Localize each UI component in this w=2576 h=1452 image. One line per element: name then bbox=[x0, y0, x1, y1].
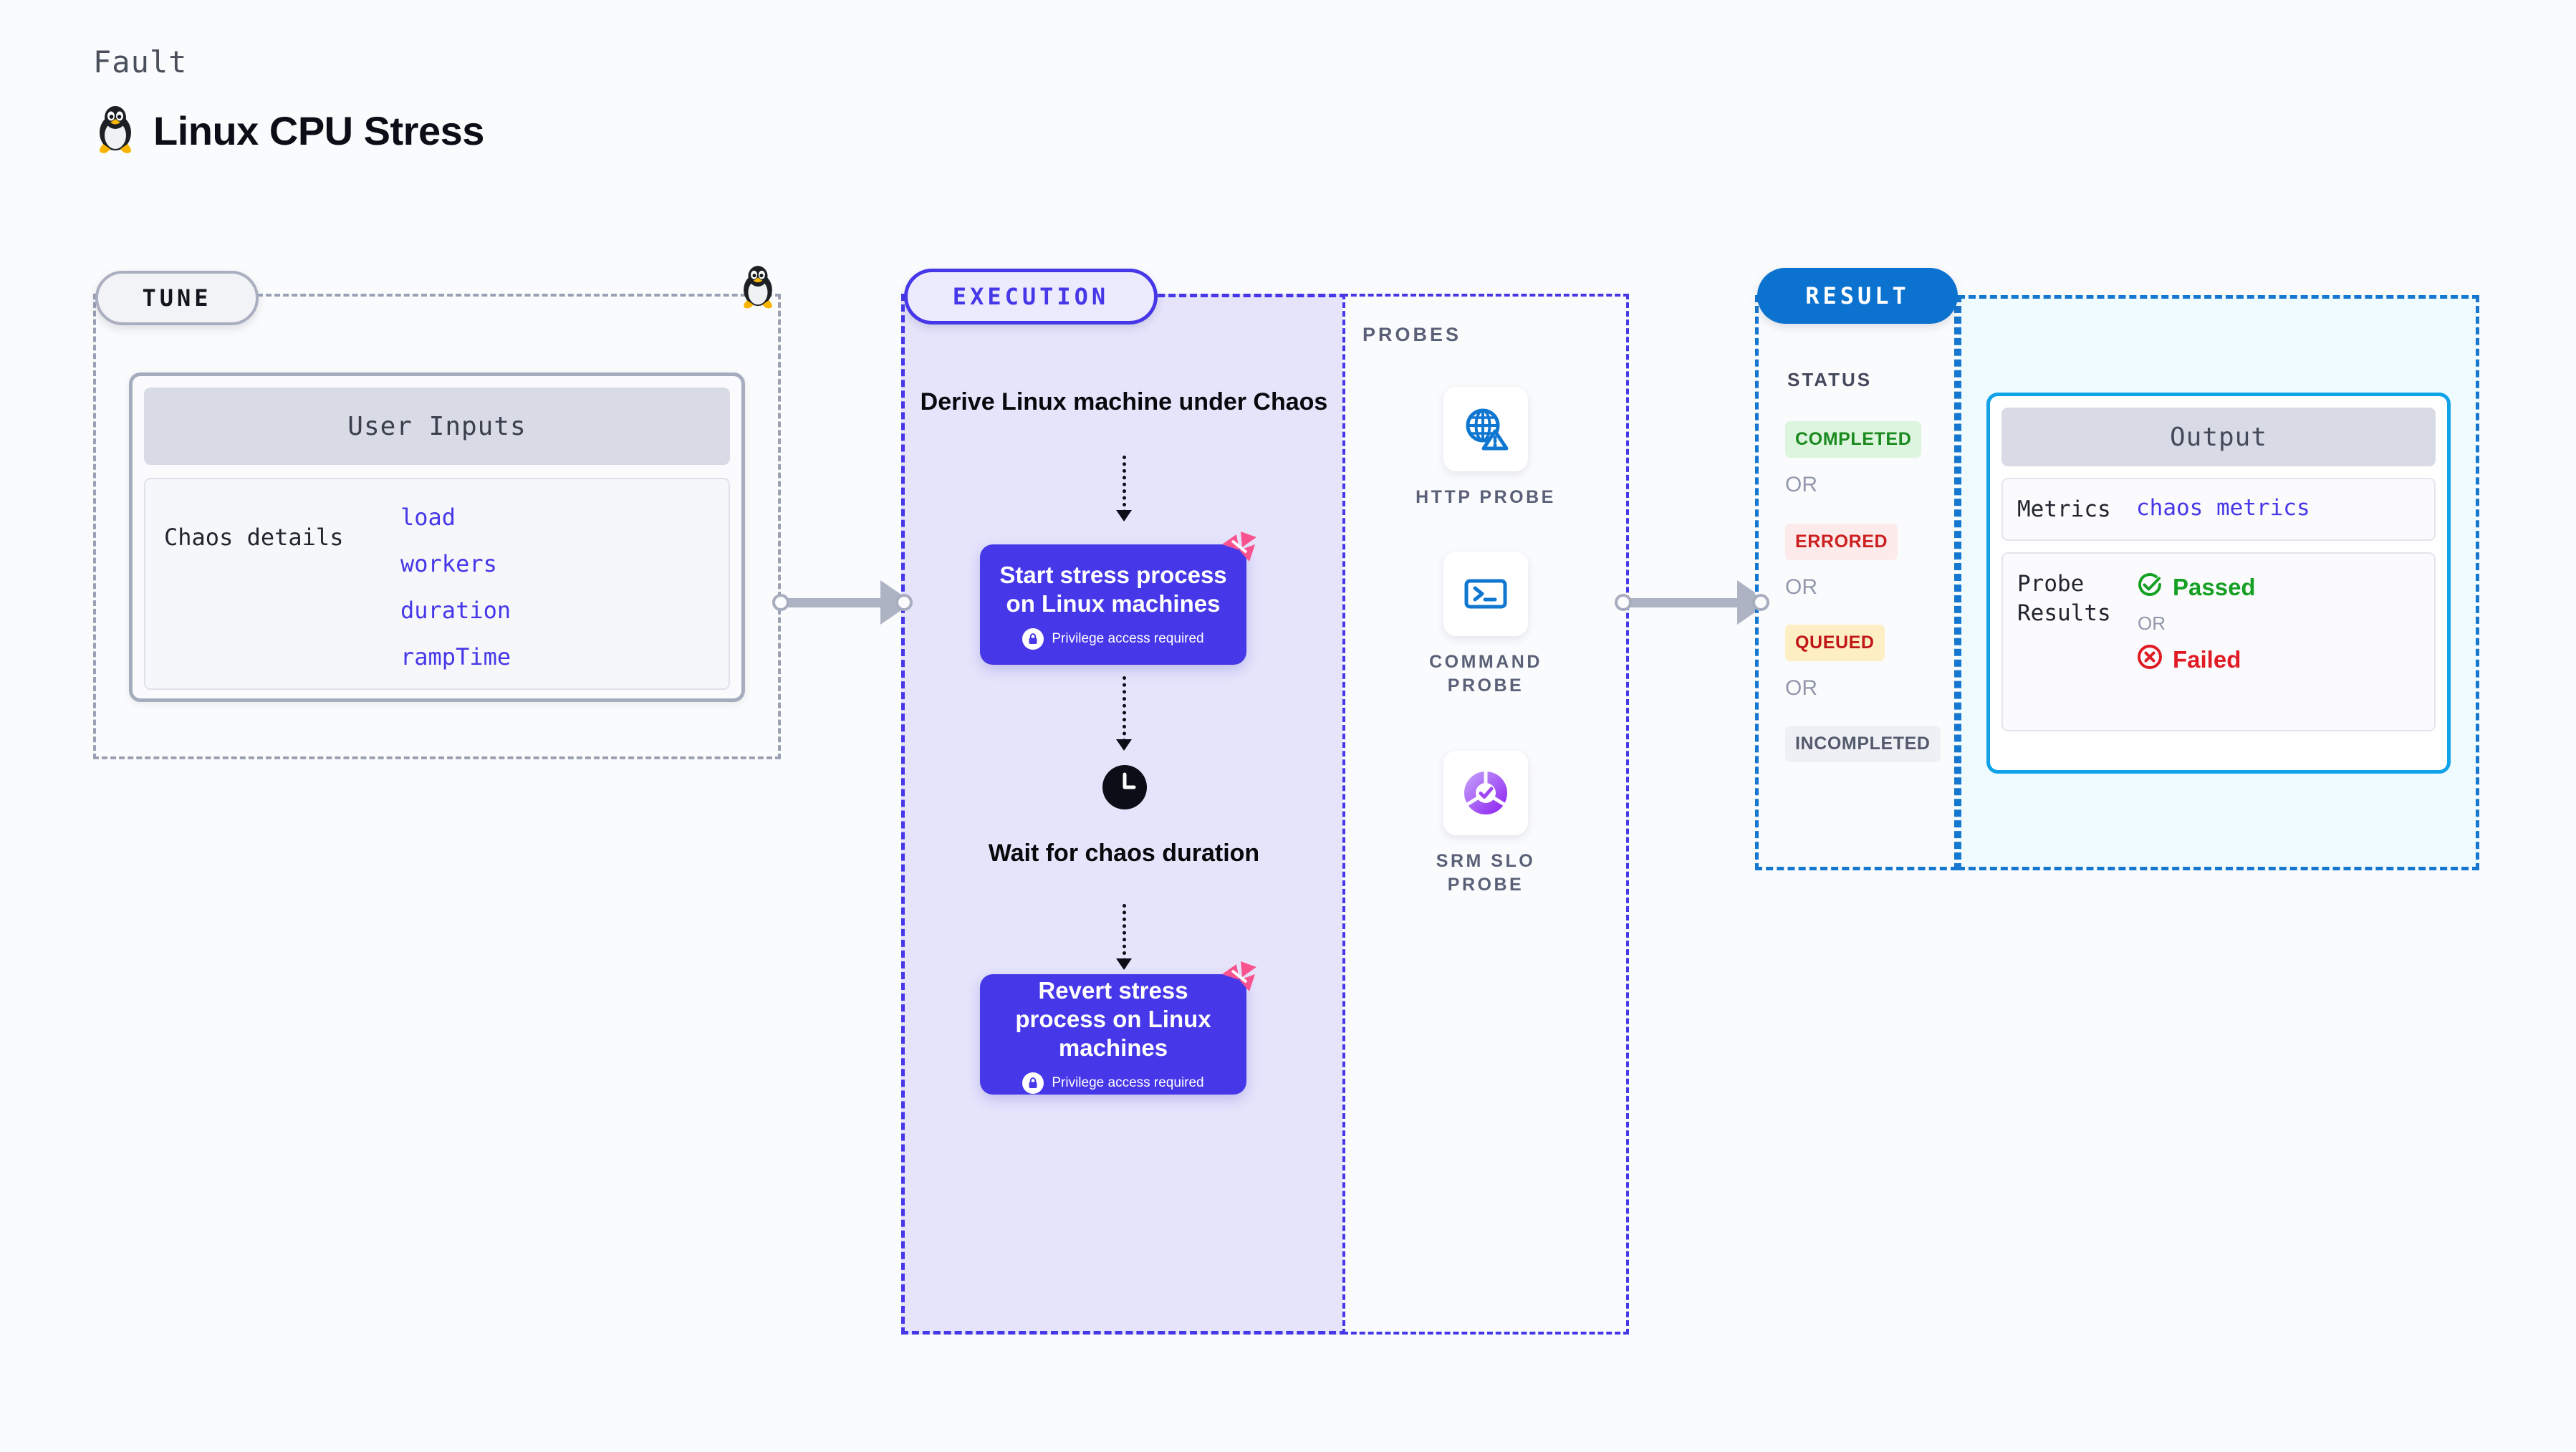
chaos-details-label: Chaos details bbox=[164, 524, 344, 551]
derive-machine-label: Derive Linux machine under Chaos bbox=[920, 388, 1328, 415]
connector-shaft bbox=[785, 597, 885, 607]
connector-execution-to-result bbox=[1615, 580, 1769, 625]
user-inputs-card: User Inputs Chaos details load workers d… bbox=[129, 372, 745, 702]
tux-penguin-icon bbox=[738, 264, 778, 313]
x-circle-icon bbox=[2136, 643, 2163, 676]
status-badge-queued: QUEUED bbox=[1785, 625, 1885, 661]
chaos-param-load: load bbox=[400, 504, 456, 531]
probe-result-passed: Passed bbox=[2136, 571, 2256, 604]
flow-arrow-2 bbox=[1116, 676, 1132, 751]
probe-srm-slo-label: SRM SLO PROBE bbox=[1436, 851, 1536, 895]
chaos-details-box: Chaos details load workers duration ramp… bbox=[144, 478, 730, 690]
execution-panel bbox=[901, 294, 1347, 1335]
tux-penguin-icon bbox=[93, 104, 138, 158]
probe-result-failed: Failed bbox=[2136, 643, 2256, 676]
connector-knob-start bbox=[772, 594, 789, 611]
page-title: Linux CPU Stress bbox=[153, 108, 484, 153]
srm-slo-donut-icon bbox=[1443, 751, 1528, 835]
tune-panel bbox=[93, 294, 781, 759]
result-status-panel bbox=[1755, 295, 1958, 870]
title-row: Linux CPU Stress bbox=[93, 104, 484, 158]
status-badge-completed: COMPLETED bbox=[1785, 421, 1922, 458]
harness-ribbon-icon bbox=[1218, 958, 1259, 1001]
connector-knob-end bbox=[895, 594, 913, 611]
probe-results-values: Passed OR Failed bbox=[2136, 569, 2256, 676]
status-badge-incompleted: INCOMPLETED bbox=[1785, 726, 1941, 762]
status-or-2: OR bbox=[1785, 575, 1817, 599]
output-probe-results-row: Probe Results Passed OR bbox=[2001, 552, 2436, 732]
harness-ribbon-icon bbox=[1218, 529, 1259, 571]
task-card-revert-stress[interactable]: Revert stress process on Linux machines … bbox=[980, 961, 1256, 1095]
metrics-label: Metrics bbox=[2017, 496, 2111, 522]
probe-command[interactable]: COMMAND PROBE bbox=[1403, 552, 1568, 698]
clock-icon bbox=[1102, 765, 1147, 809]
probe-results-label: Probe Results bbox=[2017, 571, 2111, 626]
flow-arrow-1 bbox=[1116, 456, 1132, 521]
terminal-command-icon bbox=[1443, 552, 1528, 636]
privilege-note-label: Privilege access required bbox=[1052, 1074, 1204, 1090]
chaos-params-list: load workers duration rampTime bbox=[400, 504, 511, 688]
privilege-note: Privilege access required bbox=[1022, 628, 1204, 650]
check-circle-icon bbox=[2136, 571, 2163, 604]
task-card-start-stress[interactable]: Start stress process on Linux machines P… bbox=[980, 532, 1256, 665]
output-header: Output bbox=[2001, 408, 2436, 466]
probe-command-label: COMMAND PROBE bbox=[1429, 652, 1542, 696]
probe-result-or: OR bbox=[2138, 612, 2166, 635]
status-or-1: OR bbox=[1785, 473, 1817, 496]
privilege-note-label: Privilege access required bbox=[1052, 630, 1204, 646]
chaos-param-workers: workers bbox=[400, 550, 497, 577]
failed-label: Failed bbox=[2173, 646, 2241, 673]
connector-knob-start bbox=[1615, 594, 1632, 611]
probe-srm-slo[interactable]: SRM SLO PROBE bbox=[1403, 751, 1568, 897]
lock-icon bbox=[1022, 628, 1044, 650]
user-inputs-header: User Inputs bbox=[144, 388, 730, 465]
status-section-label: STATUS bbox=[1787, 369, 1873, 390]
probe-http[interactable]: HTTP PROBE bbox=[1403, 387, 1568, 509]
metrics-value: chaos metrics bbox=[2136, 495, 2310, 521]
status-badge-errored: ERRORED bbox=[1785, 524, 1898, 560]
probes-section-label: PROBES bbox=[1363, 324, 1462, 345]
probe-http-label: HTTP PROBE bbox=[1416, 487, 1556, 507]
tune-pill-label: TUNE bbox=[95, 271, 259, 325]
privilege-note: Privilege access required bbox=[1022, 1072, 1204, 1094]
connector-tune-to-execution bbox=[772, 580, 913, 625]
task-card-title: Start stress process on Linux machines bbox=[999, 562, 1227, 617]
chaos-param-duration: duration bbox=[400, 597, 511, 624]
status-or-3: OR bbox=[1785, 676, 1817, 700]
globe-warning-icon bbox=[1443, 387, 1528, 471]
output-card: Output Metrics chaos metrics Probe Resul… bbox=[1986, 393, 2451, 774]
chaos-param-ramptime: rampTime bbox=[400, 643, 511, 670]
flow-arrow-3 bbox=[1116, 904, 1132, 970]
passed-label: Passed bbox=[2173, 574, 2256, 601]
wait-duration-label: Wait for chaos duration bbox=[988, 840, 1260, 867]
lock-icon bbox=[1022, 1072, 1044, 1094]
output-metrics-row: Metrics chaos metrics bbox=[2001, 478, 2436, 542]
fault-eyebrow-label: Fault bbox=[93, 44, 188, 80]
connector-knob-end bbox=[1752, 594, 1769, 611]
execution-pill-label: EXECUTION bbox=[904, 269, 1158, 324]
task-card-title: Revert stress process on Linux machines bbox=[1015, 977, 1211, 1061]
result-pill-label: RESULT bbox=[1757, 268, 1958, 324]
connector-shaft bbox=[1628, 597, 1741, 607]
page-header: Fault Linux CPU Stress bbox=[93, 44, 484, 158]
